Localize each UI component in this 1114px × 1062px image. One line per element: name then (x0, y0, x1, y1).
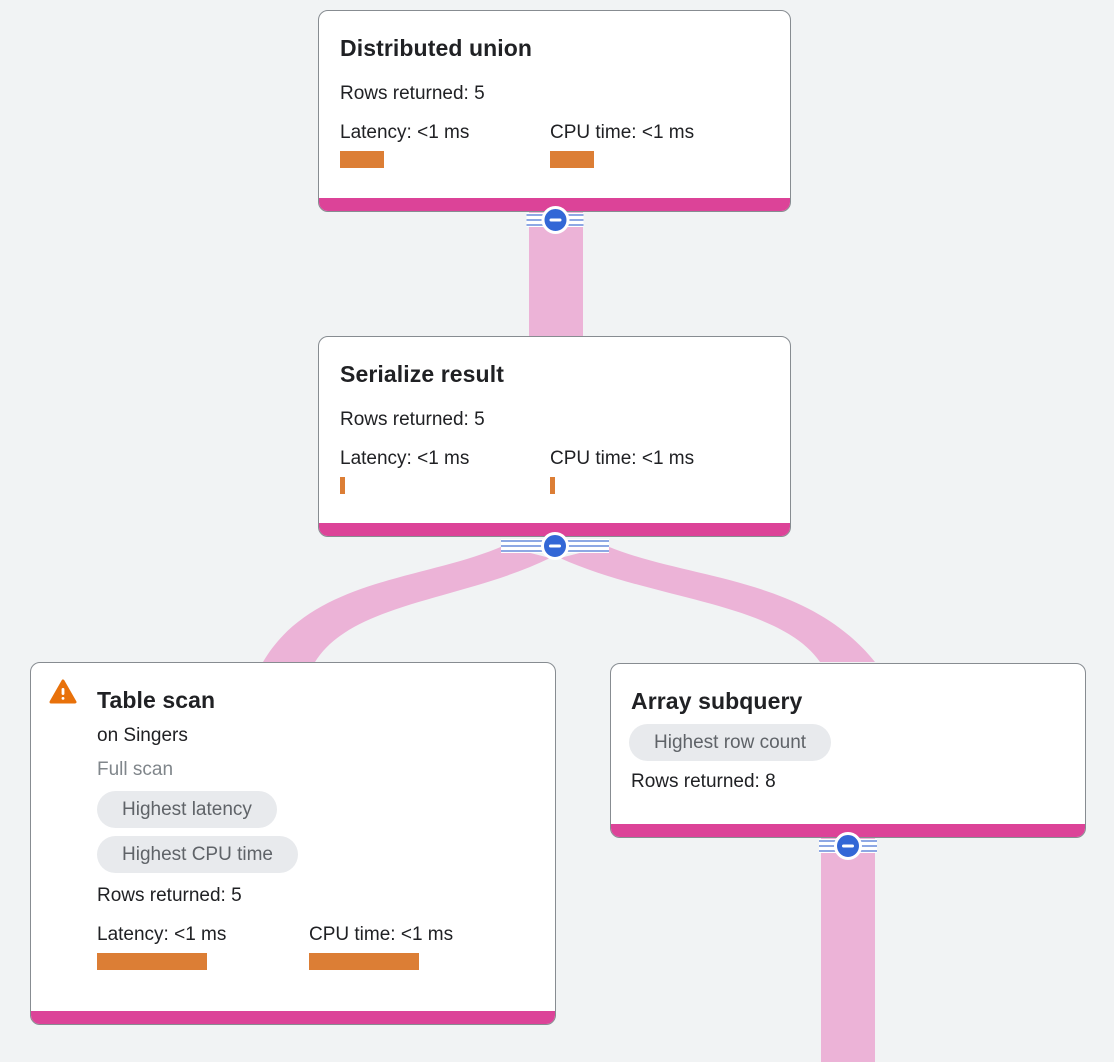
expander-array-subquery[interactable] (819, 832, 877, 860)
node-title: Table scan (97, 687, 216, 713)
node-card-distributed-union[interactable]: Distributed union Rows returned: 5 Laten… (318, 10, 791, 212)
latency-bar (97, 953, 207, 970)
expander-distributed-union[interactable] (526, 206, 584, 234)
cpu-time-label: CPU time: <1 ms (309, 924, 454, 945)
latency-metric: Latency: <1 ms (97, 923, 226, 970)
rows-returned: Rows returned: 5 (340, 83, 485, 104)
edge-serialize-to-arraysubquery (560, 546, 875, 662)
badge-highest-cpu-time: Highest CPU time (97, 836, 298, 873)
node-accent-bar (31, 1011, 555, 1024)
node-accent-bar (611, 824, 1085, 837)
cpu-time-label: CPU time: <1 ms (550, 448, 695, 469)
cpu-time-bar (550, 477, 555, 494)
edge-arraysubquery-to-child (821, 832, 875, 1062)
node-subtitle: on Singers (97, 725, 188, 746)
collapse-minus-icon[interactable] (541, 206, 569, 234)
latency-bar (340, 477, 345, 494)
badge-highest-latency: Highest latency (97, 791, 277, 828)
rows-returned: Rows returned: 5 (340, 409, 485, 430)
cpu-time-label: CPU time: <1 ms (550, 122, 695, 143)
node-card-array-subquery[interactable]: Array subquery Highest row count Rows re… (610, 663, 1086, 838)
cpu-time-bar (309, 953, 419, 970)
collapse-minus-icon[interactable] (834, 832, 862, 860)
latency-label: Latency: <1 ms (340, 448, 470, 469)
cpu-metric: CPU time: <1 ms (550, 447, 694, 494)
cpu-metric: CPU time: <1 ms (309, 923, 453, 970)
node-accent-bar (319, 198, 790, 211)
warning-triangle-icon (49, 679, 77, 704)
node-title: Distributed union (340, 35, 533, 61)
latency-label: Latency: <1 ms (97, 924, 227, 945)
collapse-minus-icon[interactable] (541, 532, 569, 560)
expander-serialize-result[interactable] (501, 532, 609, 560)
badge-highest-row-count: Highest row count (629, 724, 832, 761)
node-card-serialize-result[interactable]: Serialize result Rows returned: 5 Latenc… (318, 336, 791, 537)
latency-metric: Latency: <1 ms (340, 121, 469, 168)
edge-serialize-to-tablescan (263, 546, 550, 662)
latency-metric: Latency: <1 ms (340, 447, 469, 494)
scan-type: Full scan (97, 759, 174, 780)
latency-bar (340, 151, 384, 168)
rows-returned: Rows returned: 5 (97, 885, 242, 906)
node-title: Serialize result (340, 361, 504, 387)
latency-label: Latency: <1 ms (340, 122, 470, 143)
node-card-table-scan[interactable]: Table scan on Singers Full scan Highest … (30, 662, 556, 1025)
cpu-metric: CPU time: <1 ms (550, 121, 694, 168)
node-accent-bar (319, 523, 790, 536)
node-title: Array subquery (631, 688, 803, 714)
rows-returned: Rows returned: 8 (631, 771, 776, 792)
cpu-time-bar (550, 151, 594, 168)
